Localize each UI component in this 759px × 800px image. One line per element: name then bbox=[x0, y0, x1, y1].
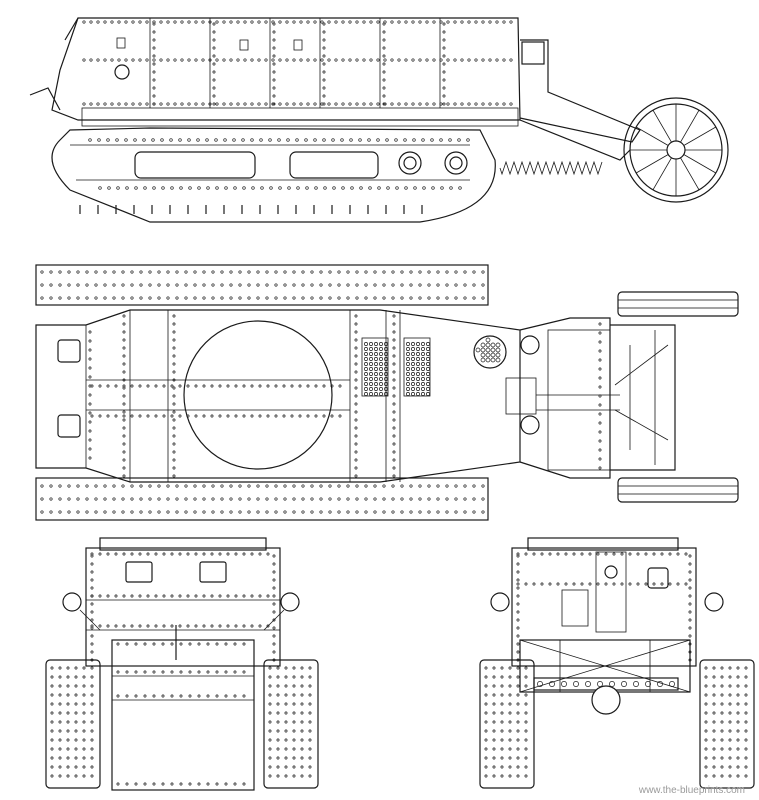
front-view bbox=[45, 537, 319, 791]
top-view bbox=[35, 264, 739, 521]
rear-view bbox=[479, 537, 755, 789]
watermark-text: www.the-blueprints.com bbox=[638, 785, 745, 796]
side-view bbox=[29, 17, 729, 223]
